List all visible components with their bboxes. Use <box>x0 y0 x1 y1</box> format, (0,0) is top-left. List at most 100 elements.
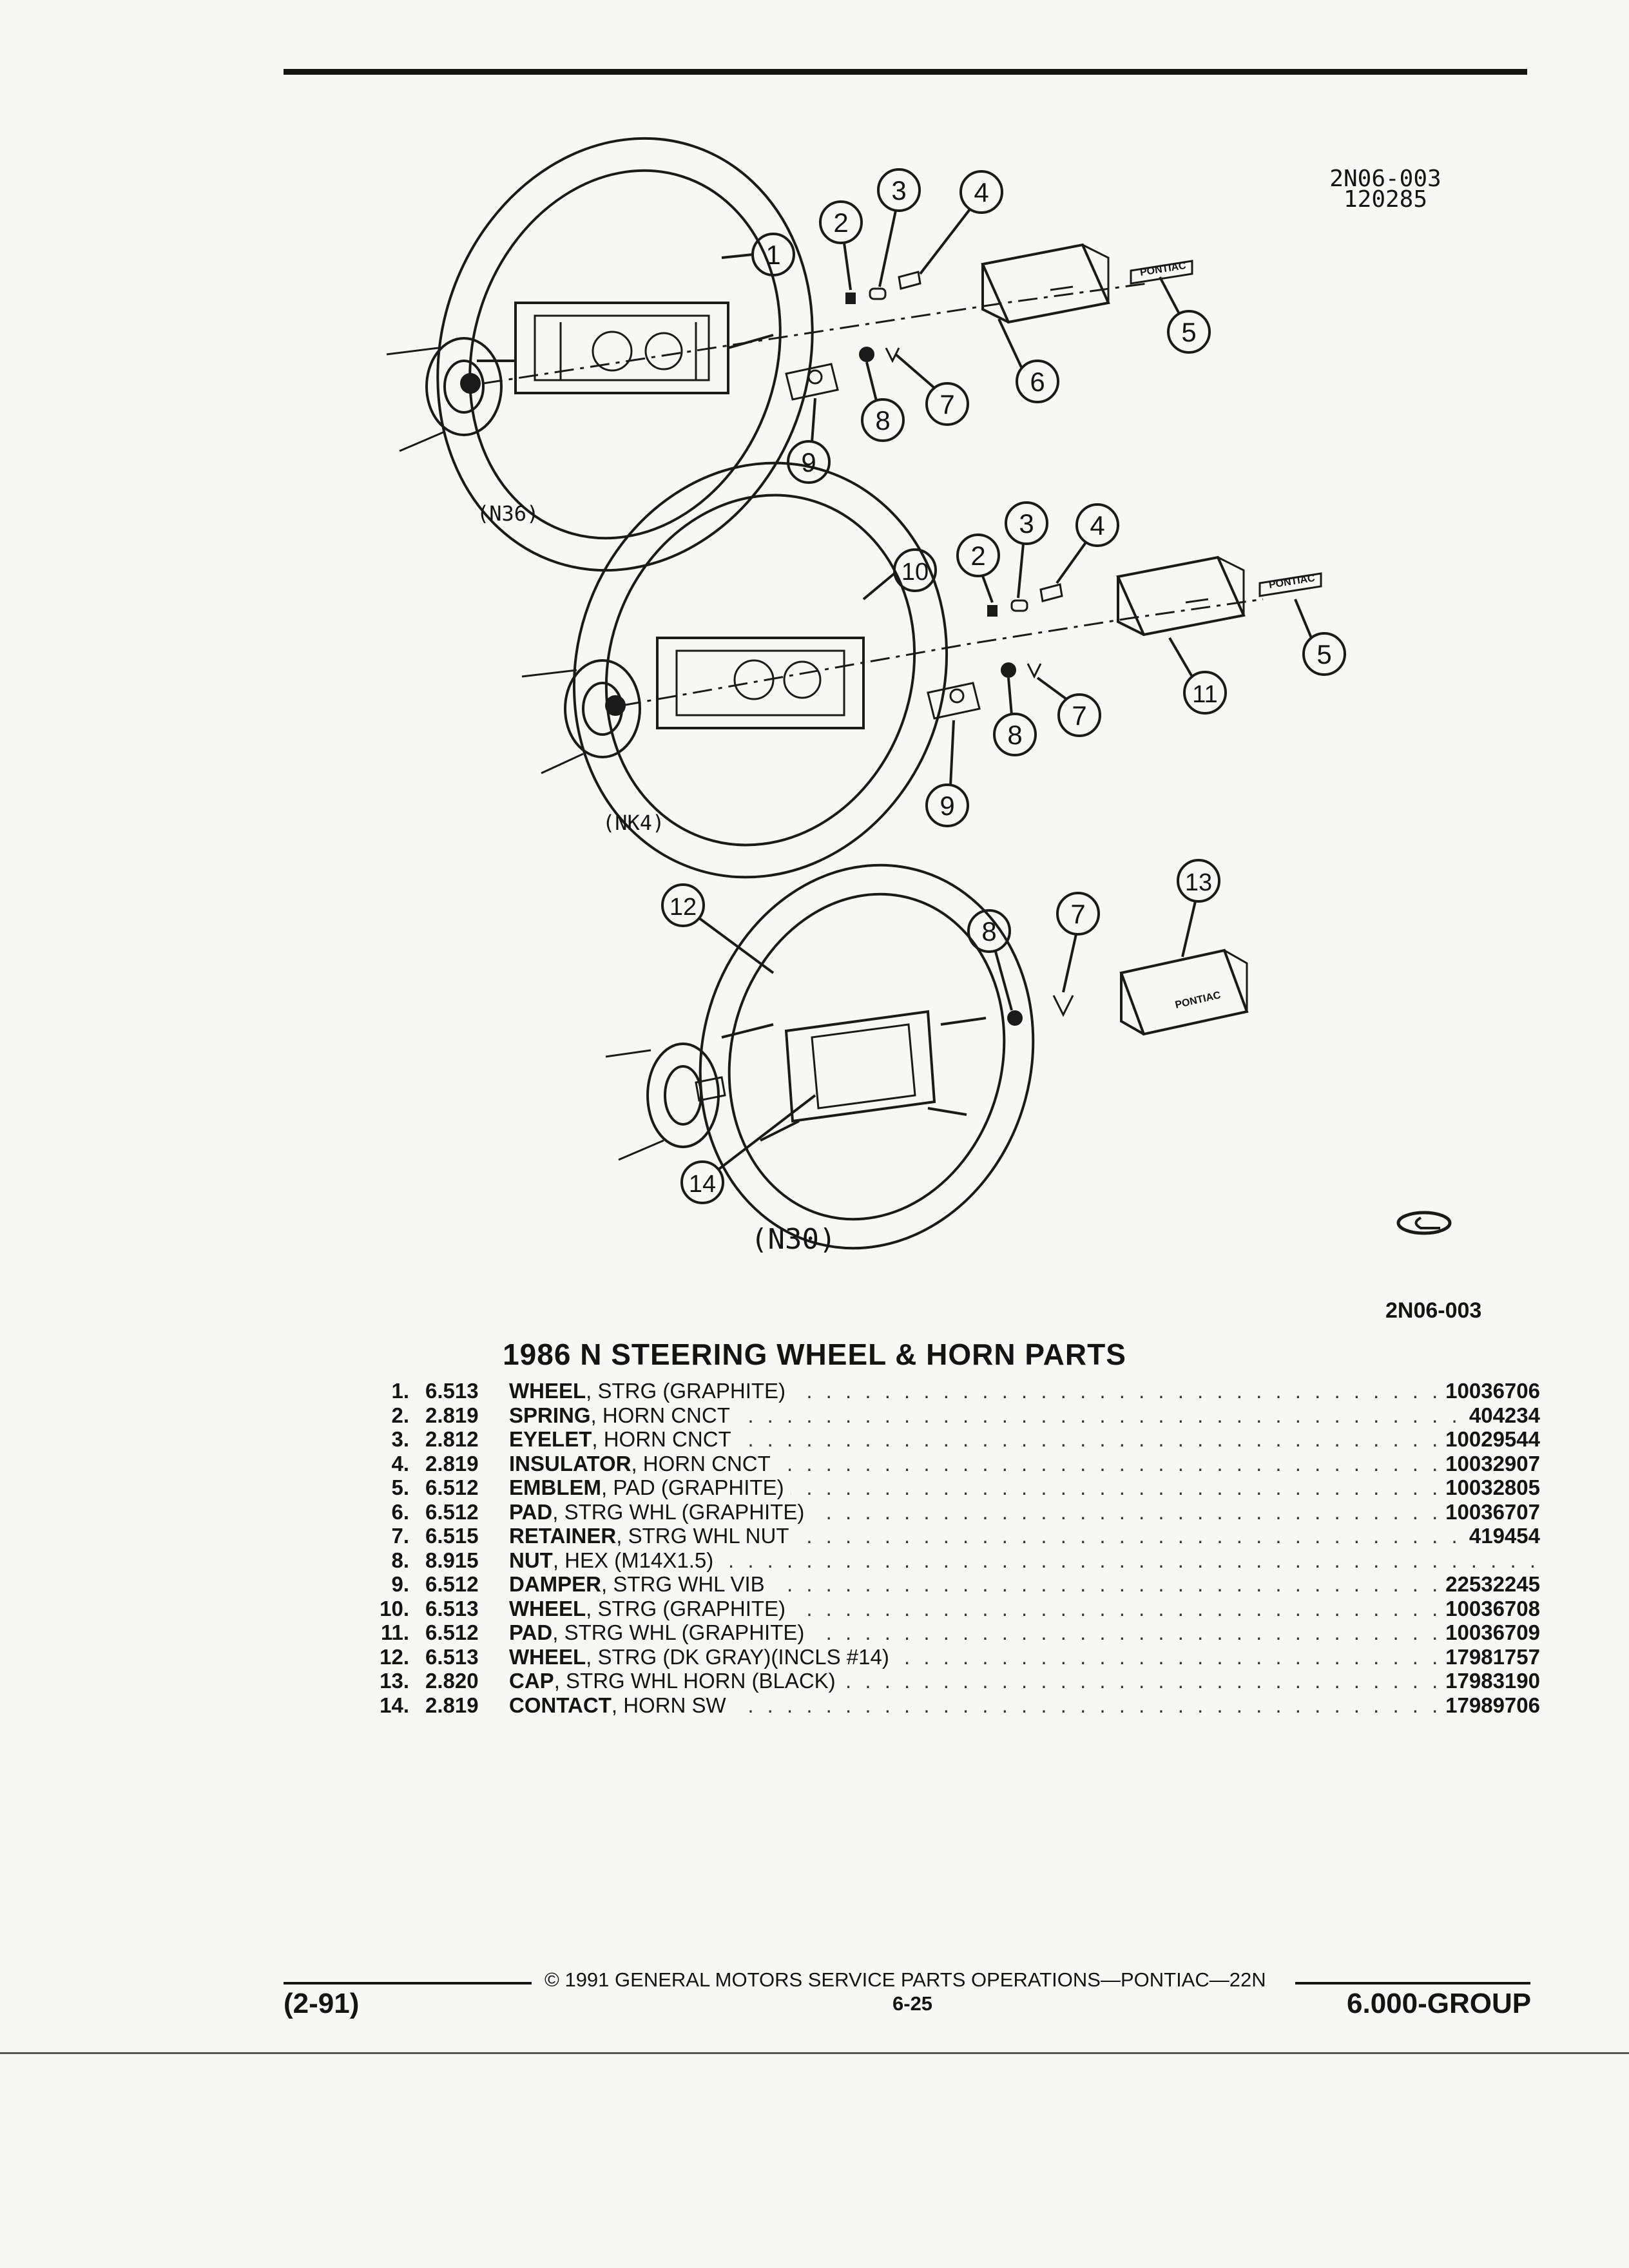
leader-dots: . . . . . . . . . . . . . . . . . . . . … <box>728 1403 1540 1427</box>
leader-dots: . . . . . . . . . . . . . . . . . . . . … <box>728 1499 1540 1524</box>
group-number: 2.819 <box>425 1693 479 1717</box>
footer-group: 6.000-GROUP <box>1347 1988 1532 2019</box>
part-description: WHEEL, STRG (DK GRAY)(INCLS #14) <box>509 1644 896 1669</box>
part-description: NUT, HEX (M14X1.5) <box>509 1548 720 1573</box>
exploded-view-diagram: 1 2 3 4 5 6 7 8 9 10 2 3 4 5 11 7 8 9 12… <box>386 137 1452 1256</box>
part-name: WHEEL <box>509 1379 586 1403</box>
gm-logo-mark <box>1396 1211 1452 1235</box>
part-number: 10032907 <box>1440 1451 1540 1476</box>
parts-row: . . . . . . . . . . . . . . . . . . . . … <box>342 1403 1540 1428</box>
callout-11: 11 <box>1192 681 1217 708</box>
horn-cap-n30 <box>1119 948 1249 1036</box>
callout-14: 14 <box>689 1171 716 1198</box>
parts-row: . . . . . . . . . . . . . . . . . . . . … <box>342 1475 1540 1500</box>
part-name: CAP <box>509 1669 554 1693</box>
steering-column-n36 <box>386 337 503 452</box>
callout-2b: 2 <box>970 541 985 571</box>
part-detail: , STRG WHL (GRAPHITE) <box>552 1620 805 1644</box>
part-name: DAMPER <box>509 1572 602 1596</box>
callout-3: 3 <box>891 175 906 206</box>
part-number: 17983190 <box>1440 1669 1540 1693</box>
part-name: SPRING <box>509 1403 591 1427</box>
cap-text-n30: PONTIAC <box>1174 990 1222 1011</box>
part-detail: , HORN CNCT <box>590 1403 730 1427</box>
part-name: RETAINER <box>509 1524 617 1548</box>
part-number: 419454 <box>1463 1524 1540 1548</box>
item-number: 1. <box>391 1379 409 1403</box>
callout-13: 13 <box>1185 869 1212 896</box>
part-name: EYELET <box>509 1427 592 1451</box>
steering-wheel-n36 <box>436 137 814 572</box>
part-name: EMBLEM <box>509 1475 601 1499</box>
group-number: 2.819 <box>425 1451 479 1475</box>
group-number: 2.819 <box>425 1403 479 1427</box>
part-number: 10036707 <box>1440 1499 1540 1524</box>
group-number: 6.513 <box>425 1379 479 1403</box>
steering-wheel-n30 <box>699 863 1035 1250</box>
callout-8b: 8 <box>1007 720 1022 750</box>
callout-6: 6 <box>1030 367 1045 397</box>
item-number: 8. <box>391 1548 409 1572</box>
group-number: 6.512 <box>425 1572 479 1596</box>
group-number: 6.512 <box>425 1475 479 1499</box>
callout-5b: 5 <box>1316 639 1331 669</box>
callout-4b: 4 <box>1090 510 1104 541</box>
part-description: WHEEL, STRG (GRAPHITE) <box>509 1379 793 1403</box>
group-number: 6.513 <box>425 1644 479 1669</box>
item-number: 10. <box>380 1596 409 1620</box>
part-detail: , PAD (GRAPHITE) <box>601 1475 784 1499</box>
group-number: 2.812 <box>425 1427 479 1451</box>
item-number: 2. <box>391 1403 409 1427</box>
callout-4: 4 <box>974 177 988 207</box>
footer-page-number: 6-25 <box>892 1992 933 2015</box>
leader-dots: . . . . . . . . . . . . . . . . . . . . … <box>728 1669 1540 1693</box>
callout-7c: 7 <box>1070 899 1085 929</box>
callout-1: 1 <box>766 240 780 270</box>
footer-revision: (2-91) <box>284 1988 360 2019</box>
parts-row: . . . . . . . . . . . . . . . . . . . . … <box>342 1620 1540 1645</box>
leader-dots: . . . . . . . . . . . . . . . . . . . . … <box>728 1427 1540 1451</box>
group-number: 8.915 <box>425 1548 479 1572</box>
part-name: NUT <box>509 1548 553 1572</box>
horn-pad-n36 <box>981 243 1110 324</box>
part-detail: , STRG (GRAPHITE) <box>586 1379 786 1403</box>
leader-dots: . . . . . . . . . . . . . . . . . . . . … <box>728 1572 1540 1596</box>
horn-pad-nk4 <box>1116 555 1246 637</box>
part-detail: , HORN SW <box>611 1693 726 1717</box>
parts-row: . . . . . . . . . . . . . . . . . . . . … <box>342 1427 1540 1452</box>
part-number: 17981757 <box>1440 1644 1540 1669</box>
parts-row: . . . . . . . . . . . . . . . . . . . . … <box>342 1499 1540 1524</box>
leader-dots: . . . . . . . . . . . . . . . . . . . . … <box>728 1596 1540 1620</box>
leader-dots: . . . . . . . . . . . . . . . . . . . . … <box>728 1475 1540 1499</box>
leader-dots: . . . . . . . . . . . . . . . . . . . . … <box>728 1451 1540 1475</box>
callout-7: 7 <box>940 389 954 419</box>
callout-2: 2 <box>833 207 848 238</box>
item-number: 5. <box>391 1475 409 1499</box>
group-number: 6.515 <box>425 1524 479 1548</box>
part-detail: , STRG WHL HORN (BLACK) <box>554 1669 836 1693</box>
part-number: 10036706 <box>1440 1379 1540 1403</box>
group-number: 6.512 <box>425 1499 479 1524</box>
item-number: 13. <box>380 1669 409 1693</box>
steering-column-n30 <box>605 1043 726 1161</box>
footer-rule-left <box>284 1982 532 1984</box>
part-description: WHEEL, STRG (GRAPHITE) <box>509 1596 793 1621</box>
footer-rule-right <box>1295 1982 1530 1984</box>
part-detail: , STRG (DK GRAY)(INCLS #14) <box>586 1644 889 1669</box>
part-number: 10032805 <box>1440 1475 1540 1500</box>
part-name: PAD <box>509 1499 553 1524</box>
part-description: INSULATOR, HORN CNCT <box>509 1451 777 1476</box>
part-description: EYELET, HORN CNCT <box>509 1427 738 1452</box>
leader-dots: . . . . . . . . . . . . . . . . . . . . … <box>728 1693 1540 1717</box>
part-description: PAD, STRG WHL (GRAPHITE) <box>509 1499 811 1524</box>
callout-7b: 7 <box>1072 700 1086 731</box>
drawing-code: 2N06-003 <box>1329 166 1441 192</box>
bottom-rule <box>0 2052 1629 2054</box>
part-description: EMBLEM, PAD (GRAPHITE) <box>509 1475 791 1500</box>
part-description: SPRING, HORN CNCT <box>509 1403 737 1428</box>
variant-label-nk4: (NK4) <box>602 811 664 835</box>
item-number: 14. <box>380 1693 409 1717</box>
part-description: PAD, STRG WHL (GRAPHITE) <box>509 1620 811 1645</box>
callout-8: 8 <box>875 405 890 436</box>
item-number: 3. <box>391 1427 409 1451</box>
